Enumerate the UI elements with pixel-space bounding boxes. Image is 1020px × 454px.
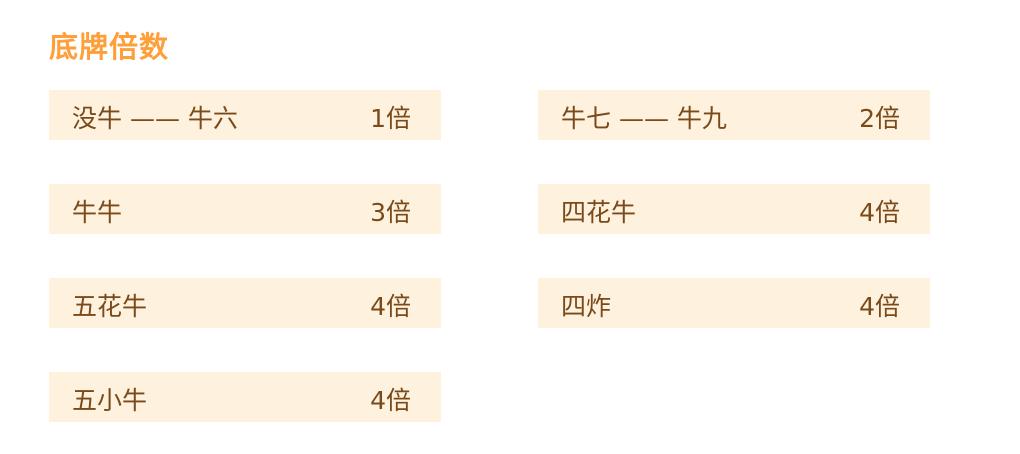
multiplier-value: 4倍 <box>859 198 900 227</box>
multiplier-row: 四花牛 4倍 <box>538 184 930 234</box>
hand-name: 四炸 <box>561 292 612 321</box>
multiplier-row: 四炸 4倍 <box>538 278 930 328</box>
multiplier-value: 4倍 <box>370 386 411 415</box>
multiplier-value: 2倍 <box>859 104 900 133</box>
multiplier-value: 4倍 <box>859 292 900 321</box>
multiplier-row: 没牛 —— 牛六 1倍 <box>49 90 441 140</box>
multiplier-row: 五小牛 4倍 <box>49 372 441 422</box>
hand-name: 五花牛 <box>72 292 148 321</box>
multiplier-value: 1倍 <box>370 104 411 133</box>
hand-name: 四花牛 <box>561 198 637 227</box>
multiplier-value: 3倍 <box>370 198 411 227</box>
hand-name: 牛七 —— 牛九 <box>561 104 727 133</box>
multiplier-row: 牛牛 3倍 <box>49 184 441 234</box>
hand-name: 牛牛 <box>72 198 123 227</box>
multiplier-row: 牛七 —— 牛九 2倍 <box>538 90 930 140</box>
hand-name: 五小牛 <box>72 386 148 415</box>
multiplier-value: 4倍 <box>370 292 411 321</box>
hand-name: 没牛 —— 牛六 <box>72 104 238 133</box>
multiplier-row: 五花牛 4倍 <box>49 278 441 328</box>
page-title: 底牌倍数 <box>49 30 170 64</box>
